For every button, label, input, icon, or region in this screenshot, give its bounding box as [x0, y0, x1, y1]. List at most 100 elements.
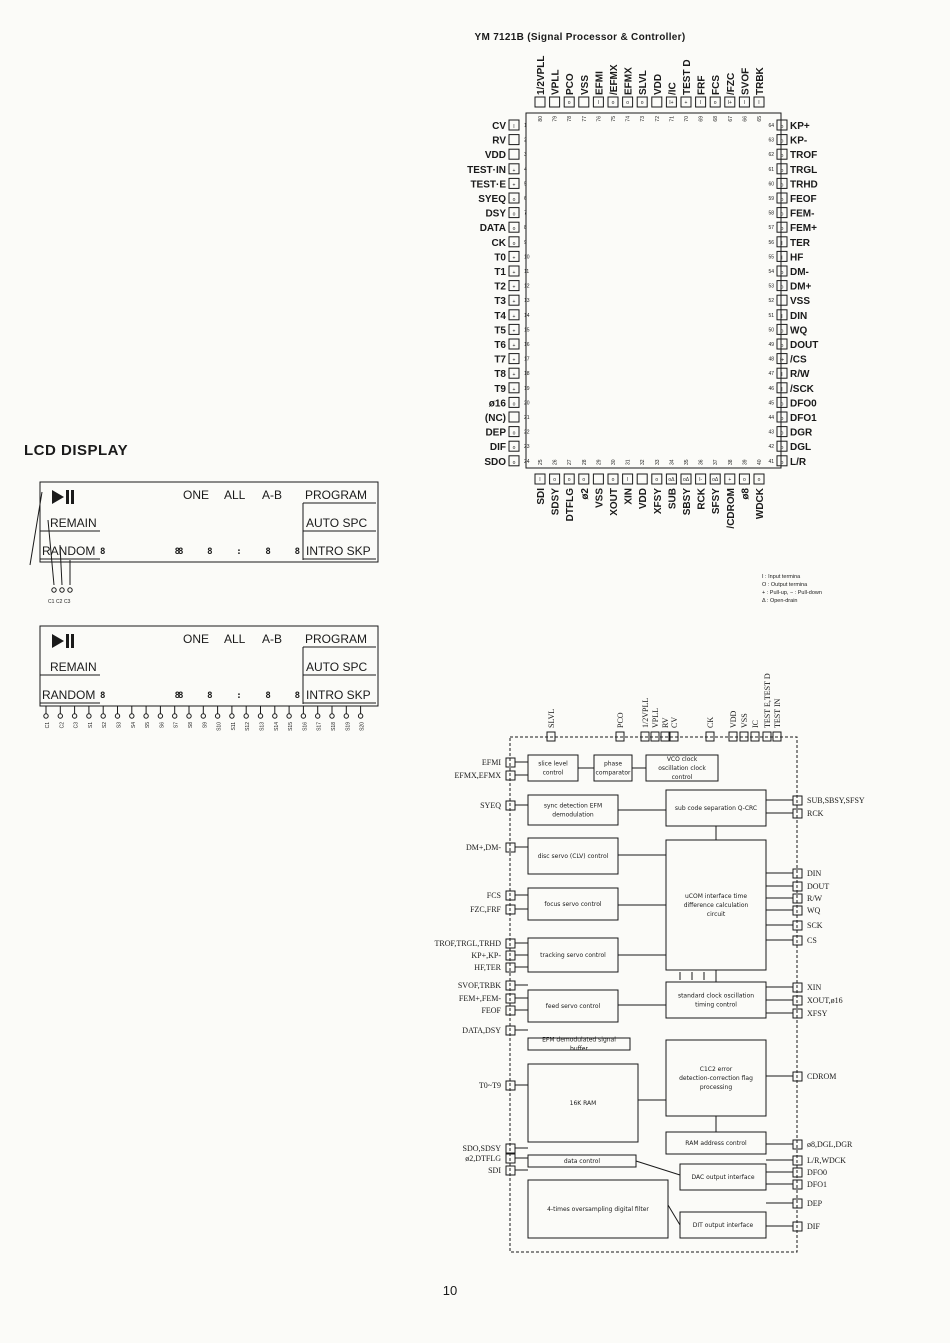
segment-label: S5 — [145, 722, 151, 728]
pin-type: o — [626, 100, 629, 106]
pin-name-left: T8 — [494, 369, 506, 380]
pin-type: o — [582, 477, 585, 483]
pin-number: 43 — [768, 430, 774, 436]
top-terminal — [615, 731, 625, 742]
top-terminal — [669, 731, 679, 742]
pin-type: o — [781, 124, 784, 130]
pin-type: o — [513, 241, 516, 247]
right-signal-label: SUB,SBSY,SFSY — [807, 796, 865, 805]
pin-type: + — [513, 270, 516, 276]
lcd-panel-frame — [39, 481, 379, 563]
pin-type: I+ — [780, 358, 784, 364]
pin-name-top: 1/2VPLL — [536, 56, 547, 95]
pin-number: 62 — [768, 152, 774, 158]
top-signal-label: PCO — [616, 712, 625, 728]
pin-number: 38 — [728, 459, 734, 465]
pin-type: o — [553, 477, 556, 483]
vco-clock-block-text: oscillation clock — [658, 765, 706, 772]
pin-box-left — [508, 163, 520, 175]
top-signal-label: VDD — [729, 710, 738, 728]
pin-name-bottom: WDCK — [755, 487, 766, 519]
pin-number: 29 — [596, 459, 602, 465]
chip-title: YM 7121B (Signal Processor & Controller) — [474, 32, 686, 43]
com-lead — [29, 491, 43, 566]
pin-type: o — [743, 477, 746, 483]
pin-box-top — [709, 96, 721, 108]
pin-number: 3 — [524, 152, 527, 158]
pin-box-right — [776, 221, 788, 233]
com-label: C3 — [64, 599, 71, 605]
ucom-interface-block-text: uCOM interface time — [685, 893, 747, 900]
segment-label: S15 — [288, 722, 294, 731]
right-signal-label: WQ — [807, 906, 821, 915]
pin-number: 69 — [699, 116, 705, 122]
left-signal-label: ø2,DTFLG — [465, 1154, 501, 1163]
pin-box-left — [508, 353, 520, 365]
pin-number: 40 — [757, 459, 763, 465]
top-signal-label: 1/2VPLL — [641, 698, 650, 728]
pin-box-right — [776, 440, 788, 452]
lcd-word-auto-spc: AUTO SPC — [306, 660, 367, 674]
pin-name-right: /SCK — [790, 384, 815, 395]
pin-type: + — [513, 343, 516, 349]
pin-box-right — [776, 134, 788, 146]
segment-label: S7 — [174, 722, 180, 728]
right-signal-label: DOUT — [807, 882, 829, 891]
c1c2-error-block-text: processing — [700, 1084, 733, 1091]
pin-number: 47 — [768, 371, 774, 377]
pin-box-right — [776, 250, 788, 262]
pin-name-top: FCS — [711, 75, 722, 95]
lead-terminal — [51, 587, 57, 593]
right-signal-label: RCK — [807, 809, 824, 818]
pin-name-bottom: SDSY — [551, 488, 562, 516]
feed-servo-block — [527, 989, 619, 1023]
play-icon — [52, 634, 64, 648]
com-lead — [47, 519, 55, 586]
pin-box-left — [508, 396, 520, 408]
lcd-word-one: ONE — [183, 632, 209, 646]
pin-name-right: FEM+ — [790, 223, 817, 234]
pin-name-left: T4 — [494, 311, 506, 322]
pin-name-right: DFO1 — [790, 413, 817, 424]
vco-clock-block-text: VCO clock — [667, 756, 698, 763]
pin-name-left: T5 — [494, 325, 506, 336]
segment-label: S3 — [117, 722, 123, 728]
pin-name-left: VDD — [485, 150, 506, 161]
right-signal-label: DEP — [807, 1199, 823, 1208]
lcd-word-a-b: A-B — [262, 632, 282, 646]
pin-number: 46 — [768, 386, 774, 392]
pin-number: 57 — [768, 225, 774, 231]
pin-name-right: FEM- — [790, 209, 814, 220]
pin-number: 75 — [611, 116, 617, 122]
pin-type: o — [781, 328, 784, 334]
top-signal-label: VPLL — [651, 708, 660, 728]
pin-type: I — [758, 100, 759, 106]
lcd-digits-small: 88:88 — [178, 691, 300, 701]
left-signal-label: FEM+,FEM- — [459, 994, 501, 1003]
pin-name-left: ø16 — [489, 398, 507, 409]
pin-type: o — [513, 401, 516, 407]
pin-type: o — [781, 416, 784, 422]
pin-box-left — [508, 338, 520, 350]
com-label: C2 — [56, 599, 63, 605]
pin-box-left — [508, 455, 520, 467]
pin-box-left — [508, 367, 520, 379]
pin-type: o — [758, 477, 761, 483]
oversampling-filter-block-text: 4-times oversampling digital filter — [547, 1206, 649, 1213]
pin-number: 73 — [640, 116, 646, 122]
pin-name-bottom: ø8 — [740, 488, 751, 500]
pin-type: + — [513, 168, 516, 174]
segment-label: S17 — [317, 722, 323, 731]
pin-number: 61 — [768, 167, 774, 173]
pin-box-left — [508, 309, 520, 321]
pin-name-right: FEOF — [790, 194, 817, 205]
standard-clock-block — [665, 981, 767, 1019]
pin-number: 77 — [582, 116, 588, 122]
pin-box-right — [776, 323, 788, 335]
pin-number: 30 — [611, 459, 617, 465]
data-control-block-text: data control — [564, 1158, 601, 1165]
dac-output-block — [679, 1163, 767, 1191]
pin-box-top — [680, 96, 692, 108]
pin-number: 28 — [582, 459, 588, 465]
top-terminal — [750, 731, 760, 742]
